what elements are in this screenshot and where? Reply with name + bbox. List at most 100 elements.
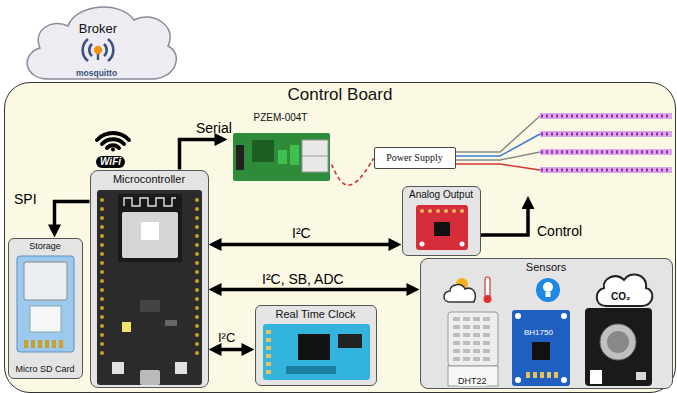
microcontroller-box: Microcontroller [90, 170, 209, 388]
dht22-sensor [483, 349, 490, 353]
mains-wire [332, 159, 374, 186]
dac-board [420, 209, 424, 213]
bh1750-board [547, 372, 551, 378]
part-name: BH1750 [524, 328, 553, 337]
bus-label: I²C [218, 331, 235, 346]
esp32-board [195, 207, 199, 211]
mosquitto-logo [83, 39, 114, 61]
dht22-sensor [483, 317, 490, 321]
dac-board [416, 205, 468, 250]
dht22-sensor [473, 325, 480, 329]
dht22-sensor [453, 325, 460, 329]
weather-icon [444, 277, 492, 303]
signal-arrow [217, 243, 394, 247]
bh1750-board [561, 313, 567, 319]
mosquitto-logo [104, 44, 107, 56]
bus-label: SPI [14, 191, 37, 207]
led-strips [540, 113, 672, 173]
dht22-sensor [473, 357, 480, 361]
dac-board [428, 209, 432, 213]
rtc-board [266, 330, 271, 334]
light-icon [536, 278, 560, 302]
control-arrow [481, 204, 528, 235]
dac-board [444, 209, 448, 213]
esp32-board [195, 234, 199, 238]
icon-text: CO₂ [611, 291, 630, 303]
bh1750-board [512, 310, 570, 386]
node-title: Microcontroller [113, 173, 185, 186]
esp32-board [100, 288, 104, 292]
label-holder: CO₂ [611, 286, 630, 304]
bh1750-board [515, 377, 521, 383]
esp32-board [195, 342, 199, 346]
sd-card-module [17, 256, 74, 352]
esp32-board [195, 315, 199, 319]
esp32-board [112, 362, 124, 374]
dac-board [416, 205, 468, 250]
rtc-board [266, 346, 271, 350]
co2-icon [597, 274, 653, 306]
signal-label: Control [537, 223, 582, 239]
bh1750-board [532, 342, 550, 360]
wifi-icon [102, 139, 124, 144]
esp32-board [141, 222, 159, 240]
signal-arrow [217, 288, 412, 292]
led-strips [540, 113, 672, 119]
label-holder: BH1750 [524, 321, 553, 339]
dac-board [434, 222, 450, 236]
esp32-board [100, 297, 104, 301]
dht22-sensor [483, 325, 490, 329]
sd-card-module [17, 256, 74, 352]
storage-box: StorageMicro SD Card [8, 238, 83, 379]
rtc-board [286, 366, 336, 374]
esp32-board [122, 322, 131, 332]
node-title: Sensors [526, 261, 566, 274]
cloud-outline [27, 7, 176, 79]
esp32-board [100, 225, 104, 229]
dht22-sensor [463, 357, 470, 361]
esp32-board [195, 324, 199, 328]
bus-label: Serial [196, 120, 232, 136]
led-strips [541, 115, 671, 118]
rtc-board [263, 324, 370, 380]
bh1750-board [515, 313, 521, 319]
esp32-board [195, 198, 199, 202]
sd-card-module [24, 262, 67, 300]
power-wires [456, 116, 540, 170]
pzem-board [278, 150, 287, 164]
bus-label: I²C [292, 225, 311, 241]
dac-board [460, 209, 464, 213]
esp32-board [100, 234, 104, 238]
rtc-board [298, 334, 330, 360]
sd-card-module [30, 306, 61, 332]
esp32-board [195, 270, 199, 274]
pzem-board [233, 133, 330, 181]
edge-label-holder: I²C, SB, ADC [262, 270, 344, 288]
led-strips [540, 167, 672, 173]
bh1750-board [540, 372, 544, 378]
esp32-board [97, 190, 202, 385]
esp32-board [118, 194, 182, 262]
light-icon [543, 282, 553, 292]
light-icon [536, 278, 560, 302]
esp32-board [100, 243, 104, 247]
esp32-board [175, 362, 187, 374]
esp32-board [100, 279, 104, 283]
node-caption: Micro SD Card [15, 364, 74, 375]
dht22-sensor [463, 325, 470, 329]
label-holder: WiFi [96, 151, 125, 169]
dht22-sensor [448, 366, 498, 386]
co2-sensor-board [607, 331, 629, 353]
node-title: Broker [79, 21, 117, 37]
dht22-sensor [473, 333, 480, 337]
esp32-board [100, 342, 104, 346]
co2-sensor-board [585, 308, 652, 386]
sd-card-module [38, 340, 42, 348]
rtc-board [266, 338, 271, 342]
esp32-board [195, 297, 199, 301]
rtc-board [266, 354, 271, 358]
pzem-board [290, 145, 299, 165]
pzem-board [233, 133, 330, 181]
dht22-sensor [453, 357, 460, 361]
